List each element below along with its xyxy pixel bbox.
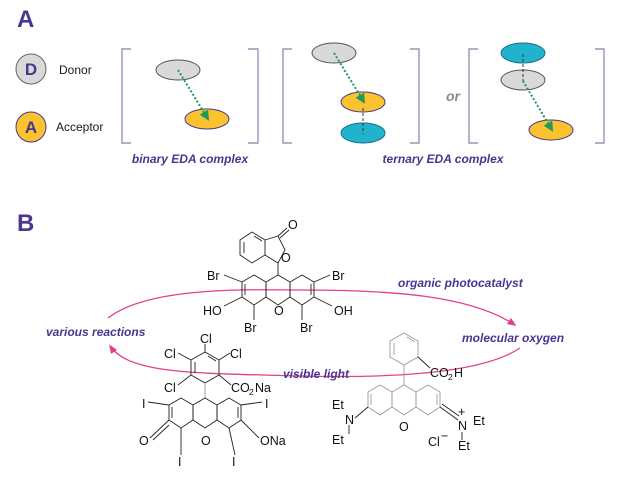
atom-label: H: [454, 366, 463, 380]
charge-transfer-arrow-icon: [333, 52, 366, 104]
various-reactions-label: various reactions: [46, 325, 146, 339]
atom-label: O: [274, 304, 284, 318]
atom-label: N: [458, 419, 467, 433]
ternary-caption: ternary EDA complex: [383, 152, 505, 166]
cycle-arrow-top-icon: [107, 289, 517, 327]
atom-label: CO: [430, 366, 449, 380]
acceptor-circle-icon: [15, 111, 47, 143]
legend-donor: D Donor: [15, 53, 92, 85]
atom-label: I: [265, 397, 268, 411]
rose-bengal-structure: Cl Cl Cl Cl CO 2 Na I I O O ONa I I: [139, 332, 286, 469]
atom-label: O: [288, 218, 298, 232]
panel-label-a: A: [17, 6, 34, 33]
atom-label: I: [232, 455, 235, 469]
atom-label: I: [178, 455, 181, 469]
catalytic-cycle: [107, 289, 521, 378]
atom-label: Na: [255, 381, 271, 395]
binary-caption: binary EDA complex: [132, 152, 250, 166]
organic-photocatalyst-label: organic photocatalyst: [398, 276, 524, 290]
molecular-oxygen-label: molecular oxygen: [462, 331, 564, 345]
atom-label: N: [345, 413, 354, 427]
visible-light-label: visible light: [283, 367, 350, 381]
atom-label: Cl: [428, 435, 440, 449]
rhodamine-structure: CO 2 H O Et N Et N + Et Et Cl −: [332, 332, 485, 453]
atom-label: Cl: [164, 347, 176, 361]
atom-charge: −: [441, 429, 448, 443]
bracket-left: [282, 48, 292, 144]
atom-label: CO: [231, 381, 250, 395]
binary-complex: [121, 48, 259, 144]
atom-label: I: [142, 397, 145, 411]
donor-label: Donor: [59, 63, 92, 77]
atom-label: HO: [203, 304, 222, 318]
donor-circle-icon: [15, 53, 47, 85]
bracket-left: [121, 48, 131, 144]
atom-label: Cl: [230, 347, 242, 361]
atom-label: Br: [300, 321, 313, 335]
atom-label: Et: [332, 433, 344, 447]
bracket-right: [595, 48, 605, 144]
legend-acceptor: A Acceptor: [15, 111, 103, 143]
charge-transfer-arrow-icon: [522, 80, 554, 132]
atom-label: O: [201, 434, 211, 448]
ternary-complex-1: [282, 42, 420, 144]
eosin-structure: O O Br Br HO OH O Br Br: [203, 218, 353, 335]
atom-label: Br: [332, 269, 345, 283]
panel-label-b: B: [17, 210, 34, 237]
bracket-right: [410, 48, 420, 144]
atom-label: Et: [473, 414, 485, 428]
atom-label: O: [139, 434, 149, 448]
atom-label: Et: [332, 398, 344, 412]
cycle-arrow-bottom-icon: [108, 344, 521, 378]
atom-subscript: 2: [448, 372, 453, 382]
atom-label: Br: [207, 269, 220, 283]
atom-label: Br: [244, 321, 257, 335]
atom-label: Cl: [200, 332, 212, 346]
bracket-left: [468, 48, 478, 144]
atom-label: ONa: [260, 434, 286, 448]
atom-label: OH: [334, 304, 353, 318]
acceptor-label: Acceptor: [56, 120, 103, 134]
atom-label: O: [281, 251, 291, 265]
atom-label: O: [399, 420, 409, 434]
atom-label: Et: [458, 439, 470, 453]
acceptor-letter: A: [25, 118, 37, 137]
or-label: or: [446, 88, 462, 104]
atom-charge: +: [458, 405, 465, 419]
ternary-complex-2: [468, 42, 605, 144]
atom-label: Cl: [164, 381, 176, 395]
atom-subscript: 2: [249, 387, 254, 397]
bracket-right: [248, 48, 259, 144]
donor-letter: D: [25, 60, 37, 79]
third-component-ellipse: [500, 42, 546, 64]
charge-transfer-arrow-icon: [177, 69, 210, 121]
